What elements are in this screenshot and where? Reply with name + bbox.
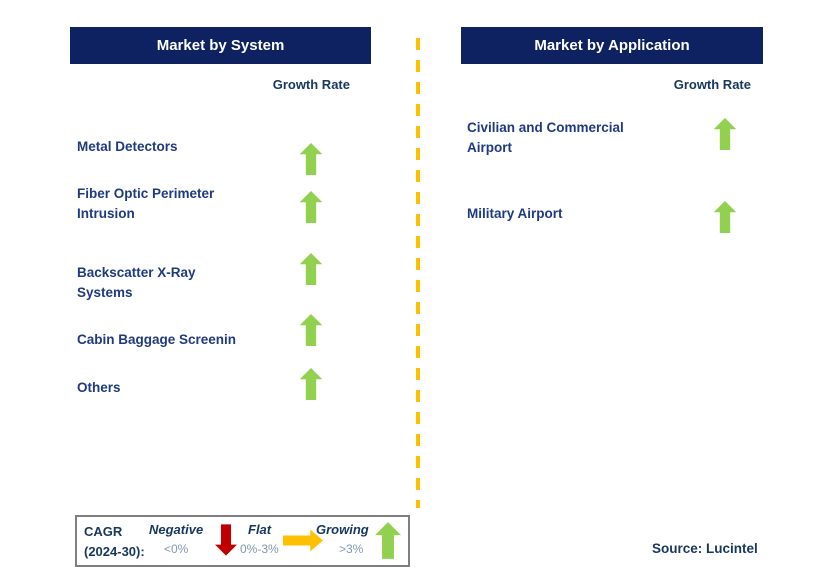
left-item-label: Others: [77, 380, 121, 395]
left-panel-header: Market by System: [70, 27, 371, 64]
up-arrow-icon: [713, 118, 737, 150]
legend-title-line1: CAGR: [84, 524, 123, 539]
legend-negative-range: <0%: [164, 542, 189, 556]
left-growth-rate-label: Growth Rate: [272, 77, 350, 92]
up-arrow-icon: [299, 314, 323, 346]
up-arrow-icon: [713, 201, 737, 233]
left-item-label: Fiber Optic Perimeter Intrusion: [77, 186, 215, 221]
cagr-legend: CAGR (2024-30): Negative <0% Flat 0%-3% …: [75, 515, 410, 567]
left-item-label: Cabin Baggage Screenin: [77, 332, 237, 347]
right-panel-title: Market by Application: [534, 37, 690, 54]
right-item-label: Civilian and Commercial Airport: [467, 120, 624, 155]
up-arrow-icon: [299, 143, 323, 175]
right-panel-header: Market by Application: [461, 27, 763, 64]
up-arrow-icon: [299, 253, 323, 285]
down-arrow-icon: [215, 522, 237, 558]
up-arrow-icon: [299, 191, 323, 223]
legend-growing-label: Growing: [316, 522, 369, 537]
source-credit: Source: Lucintel: [652, 541, 758, 556]
right-arrow-icon: [283, 528, 323, 553]
legend-flat-range: 0%-3%: [240, 542, 279, 556]
left-item-label: Backscatter X-Ray Systems: [77, 265, 196, 300]
legend-growing-range: >3%: [339, 542, 364, 556]
right-item-label: Military Airport: [467, 206, 563, 221]
legend-negative-label: Negative: [149, 522, 204, 537]
legend-flat-label: Flat: [248, 522, 272, 537]
left-item-label: Metal Detectors: [77, 139, 178, 154]
legend-title-line2: (2024-30):: [84, 543, 145, 559]
up-arrow-icon: [299, 368, 323, 400]
panel-divider: [416, 38, 420, 508]
right-growth-rate-label: Growth Rate: [673, 77, 751, 92]
up-arrow-icon: [375, 520, 401, 561]
left-panel-title: Market by System: [156, 37, 285, 54]
legend-title: CAGR (2024-30):: [84, 522, 145, 561]
